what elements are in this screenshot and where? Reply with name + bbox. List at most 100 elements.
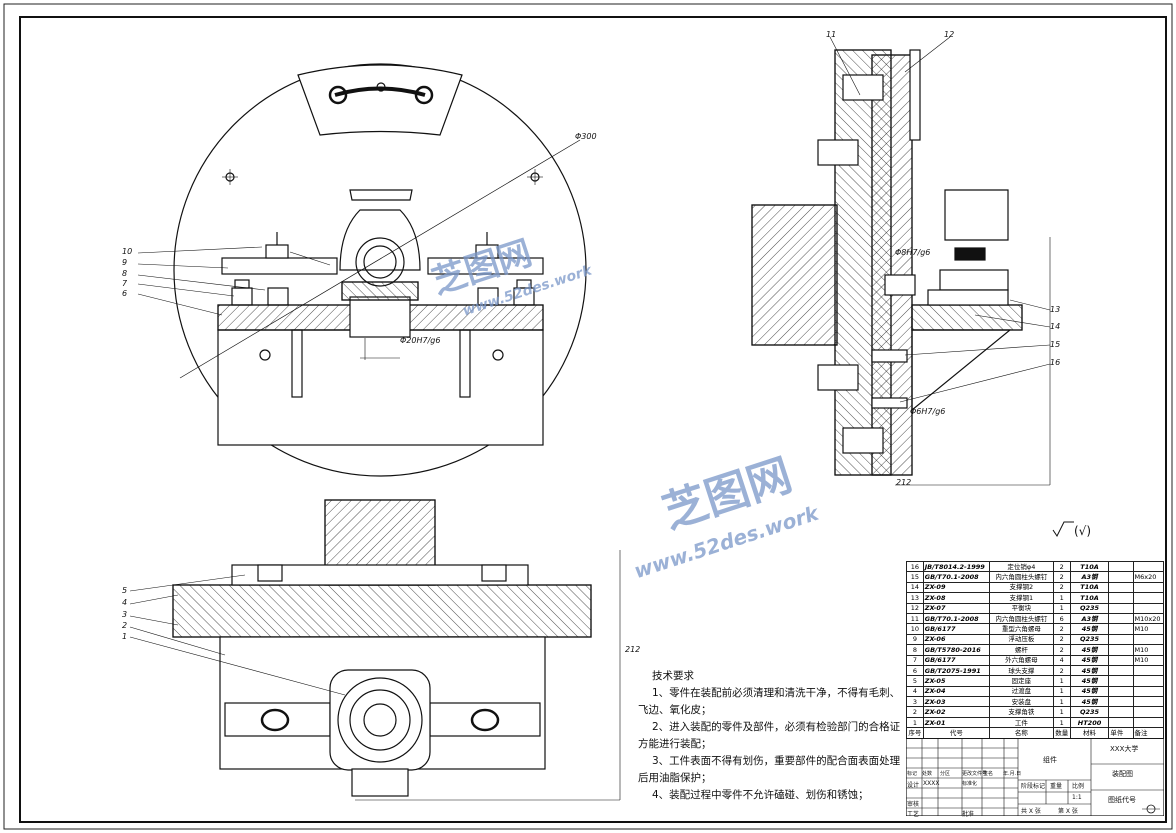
bom-cell-blank xyxy=(1108,581,1134,594)
bom-cell: 45钢 xyxy=(1069,675,1110,687)
bom-cell: 2 xyxy=(1052,581,1071,594)
part-label-8: 8 xyxy=(122,269,128,278)
part-label-1: 1 xyxy=(122,632,128,641)
note-item-4: 4、装配过程中零件不允许磕碰、划伤和锈蚀； xyxy=(652,789,869,801)
bom-cell: 45钢 xyxy=(1069,696,1110,708)
bom-cell: 过渡盘 xyxy=(988,685,1054,698)
bom-cell: 浮动压板 xyxy=(988,633,1054,646)
bottom-view xyxy=(172,499,621,801)
bom-cell xyxy=(1132,675,1165,687)
bom-cell xyxy=(1132,602,1165,614)
bom-cell: M10 xyxy=(1132,623,1165,635)
bom-cell: GB/6177 xyxy=(922,654,990,666)
bom-cell: 3 xyxy=(906,696,924,708)
bom-cell-blank xyxy=(1108,592,1134,604)
tb-zone-label: 分区 xyxy=(940,771,951,777)
part-label-10: 10 xyxy=(122,247,133,256)
bom-cell: GB/T2075-1991 xyxy=(922,664,990,677)
tb-change-doc-label: 更改文件号 xyxy=(962,771,988,777)
bom-cell-blank xyxy=(1108,706,1134,718)
bom-cell: ZX-04 xyxy=(922,685,990,698)
tb-designer: XXXX xyxy=(923,780,940,787)
bom-cell: 45钢 xyxy=(1069,685,1110,698)
bom-cell: Q235 xyxy=(1069,633,1110,646)
bom-cell: 16 xyxy=(906,560,924,573)
bom-cell: 6 xyxy=(1052,612,1071,625)
bom-cell: 外六角螺母 xyxy=(988,654,1054,666)
bom-cell: M10x20 xyxy=(1132,612,1165,625)
bom-cell: 支撑钢2 xyxy=(988,581,1054,594)
dim-212-horizontal: 212 xyxy=(896,478,912,487)
tb-scale-label: 比例 xyxy=(1072,783,1085,790)
bom-cell: ZX-03 xyxy=(922,696,990,708)
bom-cell-blank xyxy=(1108,654,1134,666)
bom-cell: Q235 xyxy=(1069,602,1110,614)
fixture-disc-outline xyxy=(173,63,587,477)
bom-cell xyxy=(1132,716,1165,729)
bom-cell xyxy=(1132,592,1165,604)
bom-cell: 支撑角铁 xyxy=(988,706,1054,718)
inner-frame xyxy=(19,16,1167,823)
bom-cell: 11 xyxy=(906,612,924,625)
bom-cell: A3钢 xyxy=(1069,612,1110,625)
tb-std-label: 标准化 xyxy=(962,781,978,787)
tb-count-label: 处数 xyxy=(922,771,933,777)
bom-cell xyxy=(1132,560,1165,573)
roughness-note: (√) xyxy=(1074,524,1092,538)
tb-date-label: 年.月.日 xyxy=(1003,771,1022,777)
bom-cell: T10A xyxy=(1069,560,1110,573)
bom-cell: 安装盘 xyxy=(988,696,1054,708)
part-label-16: 16 xyxy=(1050,358,1061,367)
bom-cell: 12 xyxy=(906,602,924,614)
bom-cell: GB/6177 xyxy=(922,623,990,635)
bom-cell-blank xyxy=(1108,716,1134,729)
bom-cell-blank xyxy=(1108,560,1134,573)
bom-cell: JB/T8014.2-1999 xyxy=(922,560,990,573)
bom-cell: 7 xyxy=(906,654,924,666)
tb-sign-label: 签名 xyxy=(983,771,994,777)
bom-cell xyxy=(1132,633,1165,646)
bom-cell xyxy=(1132,664,1165,677)
bom-cell: 15 xyxy=(906,571,924,583)
part-label-6: 6 xyxy=(122,289,128,298)
bom-cell: 45钢 xyxy=(1069,623,1110,635)
part-label-3: 3 xyxy=(122,610,128,619)
bom-cell-blank xyxy=(1108,623,1134,635)
technical-requirements: 技术要求 1、零件在装配前必须清理和清洗干净，不得有毛刺、飞边、氧化皮； 2、进… xyxy=(638,668,908,804)
bom-cell: 螺杆 xyxy=(988,644,1054,656)
bom-cell: 工件 xyxy=(988,716,1054,729)
side-view xyxy=(751,49,1051,486)
bom-cell: ZX-02 xyxy=(922,706,990,718)
title-block xyxy=(906,738,1164,816)
bom-cell: GB/T70.1-2008 xyxy=(922,612,990,625)
tb-designer-label: 设计 xyxy=(907,782,920,789)
bom-cell: M6x20 xyxy=(1132,571,1165,583)
front-view xyxy=(173,63,587,477)
part-label-15: 15 xyxy=(1050,340,1061,349)
part-label-13: 13 xyxy=(1050,305,1061,314)
bom-cell: ZX-09 xyxy=(922,581,990,594)
roughness-symbol xyxy=(1052,521,1074,537)
note-item-1: 1、零件在装配前必须清理和清洗干净，不得有毛刺、飞边、氧化皮； xyxy=(638,687,901,716)
bom-cell: Q235 xyxy=(1069,706,1110,718)
part-label-2: 2 xyxy=(122,621,128,630)
side-leaders xyxy=(829,36,1051,403)
tb-scale: 1:1 xyxy=(1072,794,1082,801)
bom-cell: T10A xyxy=(1069,592,1110,604)
bom-cell xyxy=(1132,706,1165,718)
part-label-4: 4 xyxy=(122,598,128,607)
bom-cell: 内六角圆柱头螺钉 xyxy=(988,571,1054,583)
bom-cell: 1 xyxy=(1052,685,1071,698)
bom-cell: 重型六角螺母 xyxy=(988,623,1054,635)
bom-cell: 2 xyxy=(906,706,924,718)
bottom-leaders xyxy=(129,574,346,696)
